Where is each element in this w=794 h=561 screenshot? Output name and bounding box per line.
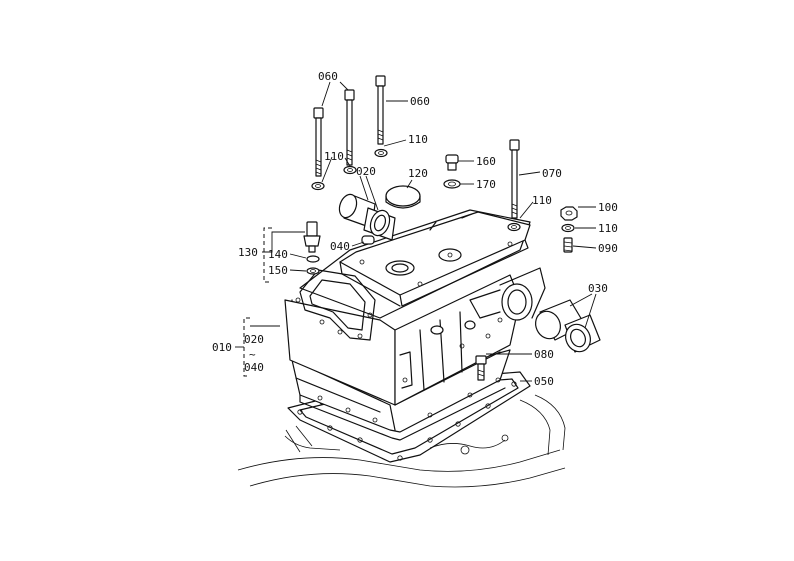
- callout-120: 120: [408, 167, 428, 180]
- callout-070: 070: [542, 167, 562, 180]
- callout-100: 100: [598, 201, 618, 214]
- washer-140: [306, 255, 320, 263]
- range-marker: ~: [249, 348, 256, 361]
- callout-110-c: 110: [532, 194, 552, 207]
- callout-050: 050: [534, 375, 554, 388]
- callout-140: 140: [268, 248, 288, 261]
- cap-120: [385, 185, 421, 209]
- chassis-frame: [237, 394, 566, 488]
- callout-130: 130: [238, 246, 258, 259]
- callout-060-a: 060: [318, 70, 338, 83]
- callout-010: 010: [212, 341, 232, 354]
- callout-020-b: 020: [244, 333, 264, 346]
- callout-110-a: 110: [408, 133, 428, 146]
- bracket-130-150: [263, 227, 272, 283]
- callout-030: 030: [588, 282, 608, 295]
- bushing-020-upper: [338, 193, 396, 241]
- bolt-070: [509, 139, 520, 219]
- callout-040-a: 040: [330, 240, 350, 253]
- callout-090: 090: [598, 242, 618, 255]
- washer-110-e: [561, 223, 575, 233]
- callout-110-b: 110: [324, 150, 344, 163]
- washer-110-d: [507, 222, 521, 232]
- bolt-080: [475, 355, 487, 381]
- callout-060-b: 060: [410, 95, 430, 108]
- callout-020-a: 020: [356, 165, 376, 178]
- sensor-130: [303, 221, 321, 253]
- callout-040-b: 040: [244, 361, 264, 374]
- washer-110-a: [311, 181, 325, 191]
- stud-090: [563, 237, 573, 253]
- pin-040: [361, 235, 375, 245]
- washer-110-b: [343, 165, 357, 175]
- callout-labels: 060 060 110 110 020 120 160 170 070 110 …: [212, 70, 618, 388]
- gasket-170: [443, 179, 461, 189]
- bushing-030: [535, 299, 601, 353]
- callout-160: 160: [476, 155, 496, 168]
- plug-160: [445, 154, 459, 171]
- transmission-case-010: [284, 209, 546, 441]
- callout-150: 150: [268, 264, 288, 277]
- bolt-060-b: [344, 89, 355, 166]
- callout-110-d: 110: [598, 222, 618, 235]
- washer-110-c: [374, 148, 388, 158]
- callout-080: 080: [534, 348, 554, 361]
- washer-150: [306, 267, 320, 275]
- callout-170: 170: [476, 178, 496, 191]
- nut-100: [560, 206, 578, 221]
- leader-lines: [235, 81, 597, 382]
- bolt-060-c: [375, 75, 386, 145]
- bolt-060-a: [313, 107, 324, 177]
